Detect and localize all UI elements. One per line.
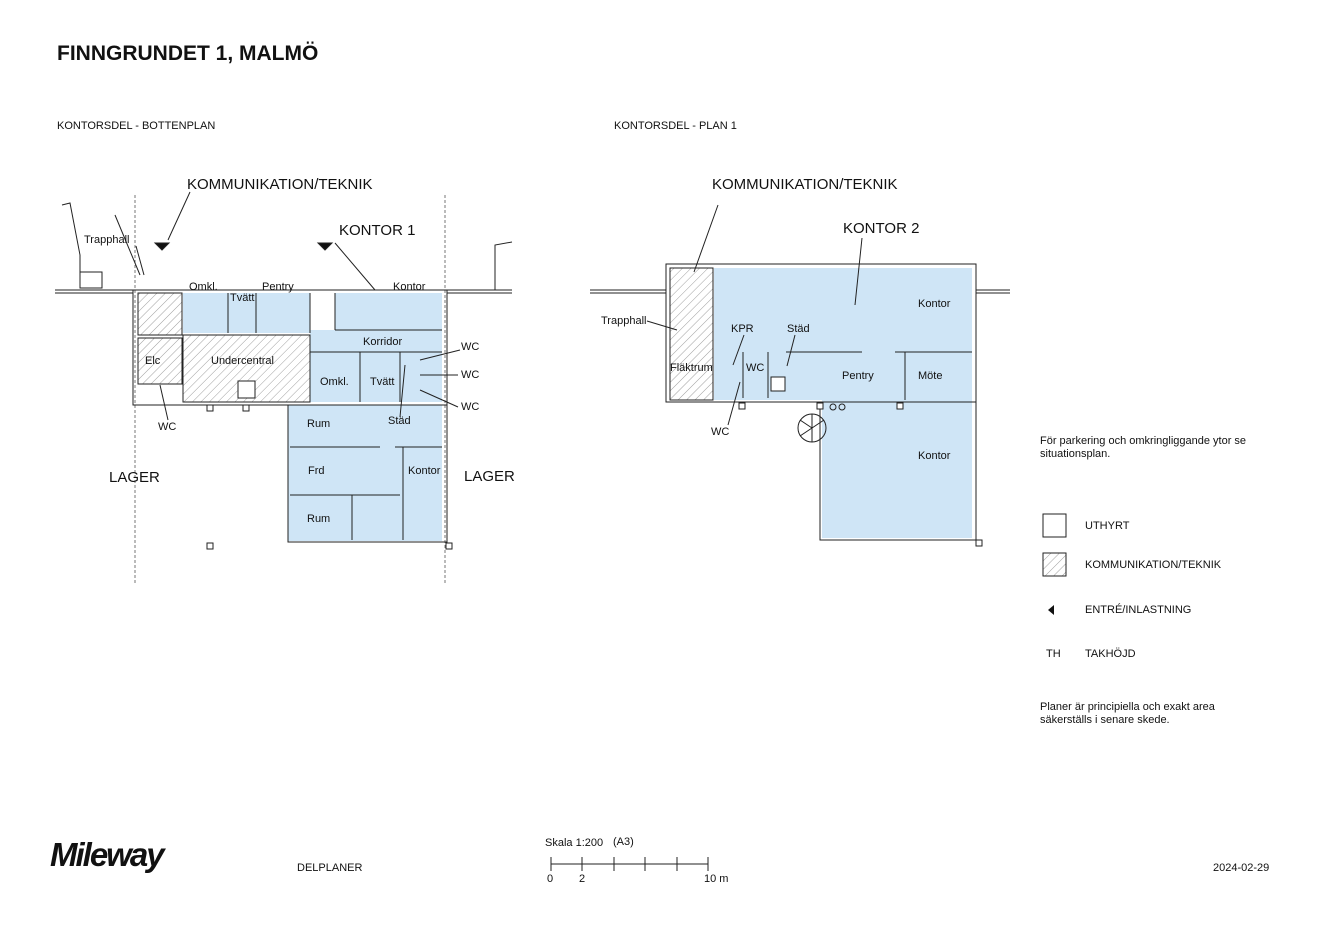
room-label: Undercentral xyxy=(211,355,274,367)
scale-tick-2: 2 xyxy=(579,873,586,885)
room-label: Kontor xyxy=(393,281,426,293)
room-label: WC xyxy=(461,369,480,381)
room-label: Tvätt xyxy=(230,292,255,304)
label-komm-teknik-ground: KOMMUNIKATION/TEKNIK xyxy=(187,176,373,193)
room-label: Korridor xyxy=(363,336,403,348)
legend-symbol-th: TH xyxy=(1046,648,1061,660)
room-label: WC xyxy=(461,341,480,353)
document-date: 2024-02-29 xyxy=(1213,862,1270,874)
scale-tick-0: 0 xyxy=(547,873,554,885)
label-lager-right: LAGER xyxy=(464,468,515,485)
legend-label-rented: UTHYRT xyxy=(1085,520,1130,532)
legend-hatched-box xyxy=(1042,552,1067,577)
page-title: FINNGRUNDET 1, MALMÖ xyxy=(57,42,319,65)
label-komm-teknik-plan1: KOMMUNIKATION/TEKNIK xyxy=(712,176,898,193)
room-label: Rum xyxy=(307,418,331,430)
room-label: Omkl. xyxy=(189,281,218,293)
room-label: Omkl. xyxy=(320,376,349,388)
label-lager-left: LAGER xyxy=(109,469,160,486)
ground-floor-plan xyxy=(55,191,513,585)
room-label: Fläktrum xyxy=(670,362,713,374)
room-label: KPR xyxy=(731,323,754,335)
room-label: WC xyxy=(158,421,177,433)
legend-label-entrance: ENTRÉ/INLASTNING xyxy=(1085,604,1192,616)
room-label: Trapphall xyxy=(601,315,647,327)
legend-label-komm: KOMMUNIKATION/TEKNIK xyxy=(1085,559,1222,571)
room-label: Pentry xyxy=(842,370,874,382)
room-label: Kontor xyxy=(918,298,951,310)
label-kontor-2: KONTOR 2 xyxy=(843,220,920,237)
paper-size: (A3) xyxy=(613,836,634,848)
scale-bar xyxy=(550,857,709,871)
label-kontor-1: KONTOR 1 xyxy=(339,222,416,239)
room-label: Pentry xyxy=(262,281,294,293)
room-label: Städ xyxy=(787,323,810,335)
disclaimer-note: Planer är principiella och exakt area sä… xyxy=(1040,701,1215,726)
scale-label: Skala 1:200 xyxy=(545,837,604,849)
room-label: Kontor xyxy=(918,450,951,462)
document-type: DELPLANER xyxy=(297,862,363,874)
legend-entrance-triangle xyxy=(1048,605,1054,615)
room-label: WC xyxy=(461,401,480,413)
room-label: WC xyxy=(746,362,765,374)
room-label: Tvätt xyxy=(370,376,395,388)
legend-rented-box xyxy=(1042,513,1067,538)
room-label: Städ xyxy=(388,415,411,427)
legend-label-ceiling-height: TAKHÖJD xyxy=(1085,648,1136,660)
room-label: Kontor xyxy=(408,465,441,477)
plan1-floor-plan xyxy=(590,204,1010,547)
plan-subtitle-ground: KONTORSDEL - BOTTENPLAN xyxy=(57,120,216,132)
room-label: Möte xyxy=(918,370,943,382)
plan-subtitle-plan1: KONTORSDEL - PLAN 1 xyxy=(614,120,737,132)
mileway-logo: Mileway xyxy=(50,836,165,873)
parking-note: För parkering och omkringliggande ytor s… xyxy=(1040,435,1247,460)
room-label: Rum xyxy=(307,513,331,525)
room-label: Trapphall xyxy=(84,234,130,246)
room-label: Elc xyxy=(145,355,161,367)
scale-tick-10: 10 m xyxy=(704,873,729,885)
room-label: Frd xyxy=(308,465,325,477)
room-label: WC xyxy=(711,426,730,438)
